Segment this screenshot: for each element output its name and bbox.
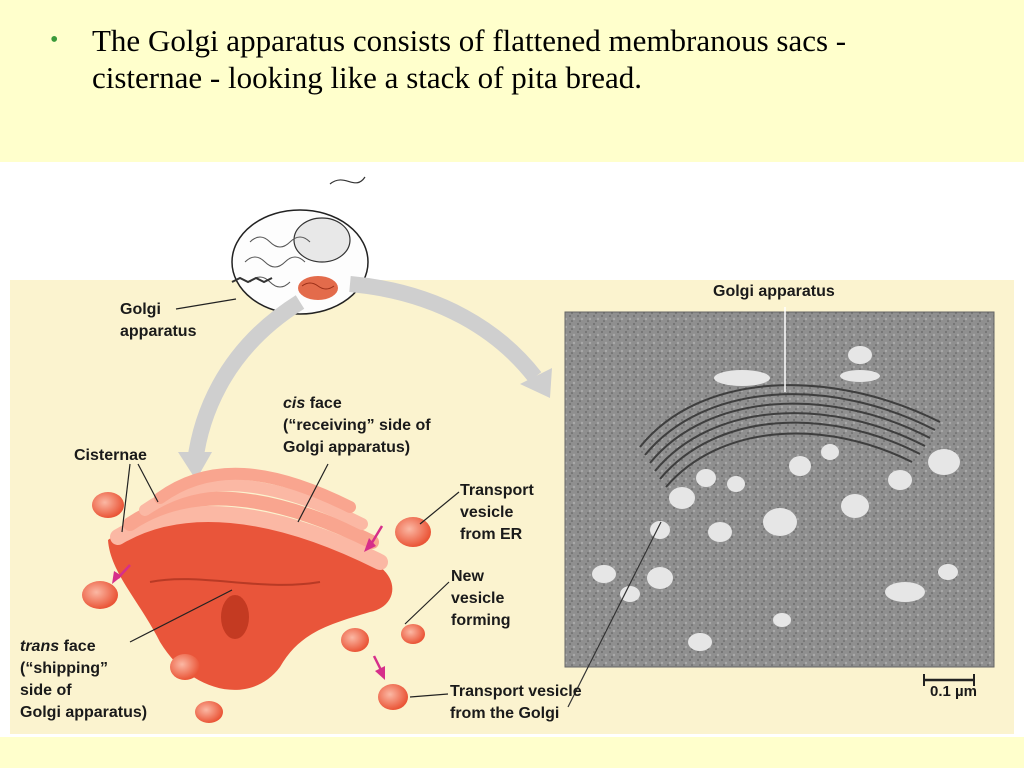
vesicle-bottom	[170, 654, 200, 680]
electron-micrograph	[564, 307, 995, 708]
cell-sketch	[231, 176, 369, 315]
vesicle-new-forming-2	[401, 624, 425, 644]
label-new-vesicle-forming: New vesicle forming	[451, 568, 511, 629]
label-scale-bar: 0.1 µm	[930, 683, 977, 700]
label-golgi-small: Golgi apparatus	[120, 301, 197, 340]
bullet-dot: •	[50, 27, 59, 53]
arrow-to-illustration	[187, 295, 305, 464]
golgi-small-pointer	[175, 298, 237, 310]
vesicle-bottom-mid	[195, 701, 223, 723]
label-micrograph-golgi: Golgi apparatus	[713, 283, 835, 300]
vesicle-left	[82, 581, 118, 609]
label-transport-vesicle-er: Transport vesicle from ER	[460, 482, 534, 543]
label-transport-vesicle-golgi: Transport vesicle from the Golgi	[450, 683, 582, 722]
golgi-stack-illustration	[108, 467, 393, 690]
bullet-text: The Golgi apparatus consists of flattene…	[92, 23, 847, 95]
vesicle-er	[395, 517, 431, 547]
vesicle-golgi	[378, 684, 408, 710]
label-cis-face: cis face (“receiving” side of Golgi appa…	[283, 395, 431, 456]
arrow-to-micrograph	[349, 276, 542, 382]
golgi-figure: Golgi apparatus Cisternae cis face (“rec…	[0, 162, 1024, 737]
label-trans-face: trans face (“shipping” side of Golgi app…	[20, 638, 148, 721]
vesicle-top-left	[92, 492, 124, 518]
label-cisternae: Cisternae	[74, 447, 147, 464]
vesicle-new-forming-1	[341, 628, 369, 652]
golgi-illustration	[10, 176, 1014, 734]
